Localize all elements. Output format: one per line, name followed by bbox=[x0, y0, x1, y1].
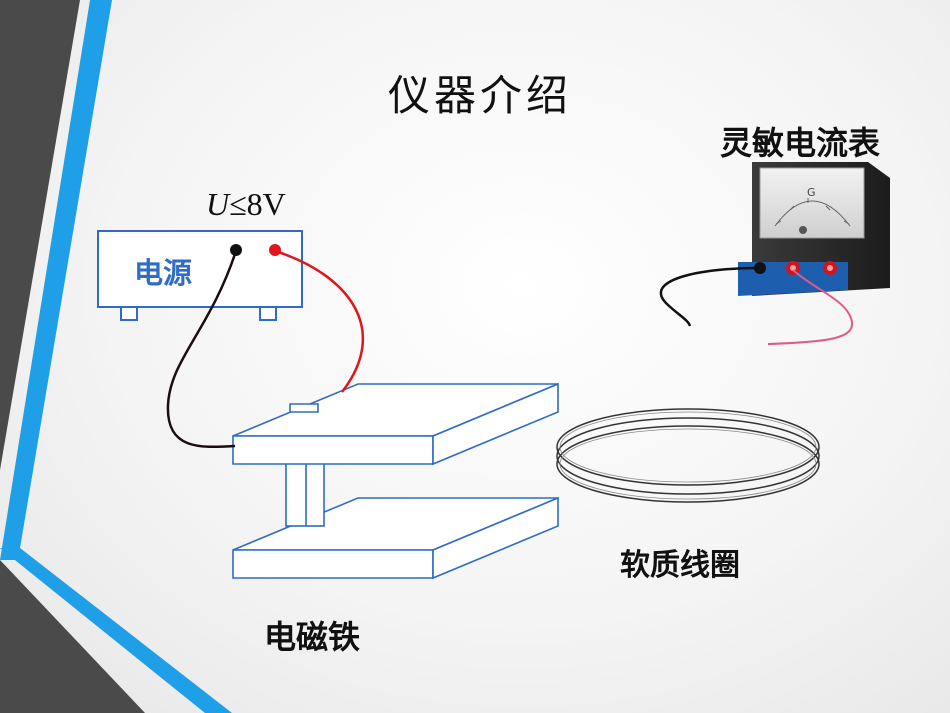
soft-coil bbox=[556, 408, 820, 503]
galvanometer bbox=[738, 162, 890, 296]
black-terminal bbox=[230, 244, 242, 256]
voltage-limit-label: U≤8V bbox=[206, 186, 286, 223]
black-wire bbox=[166, 250, 238, 449]
power-supply bbox=[97, 230, 303, 321]
voltage-value: ≤8V bbox=[229, 186, 286, 222]
decor-stripes-bottom bbox=[0, 548, 232, 713]
electromagnet bbox=[232, 382, 559, 580]
decor-stripes-top bbox=[0, 0, 112, 560]
red-terminal bbox=[269, 244, 281, 256]
power-supply-label: 电源 bbox=[134, 256, 193, 290]
galvanometer-black-wire bbox=[659, 266, 759, 327]
slide-title: 仪器介绍 bbox=[388, 71, 573, 120]
red-wire bbox=[274, 249, 365, 393]
galvanometer-label: 灵敏电流表 bbox=[720, 124, 881, 162]
galvanometer-pink-wire bbox=[767, 269, 854, 345]
electromagnet-label: 电磁铁 bbox=[264, 618, 361, 656]
coil-label: 软质线圈 bbox=[620, 548, 740, 583]
voltage-symbol: U bbox=[206, 186, 230, 222]
galvanometer-dial-letter: G bbox=[807, 186, 816, 199]
